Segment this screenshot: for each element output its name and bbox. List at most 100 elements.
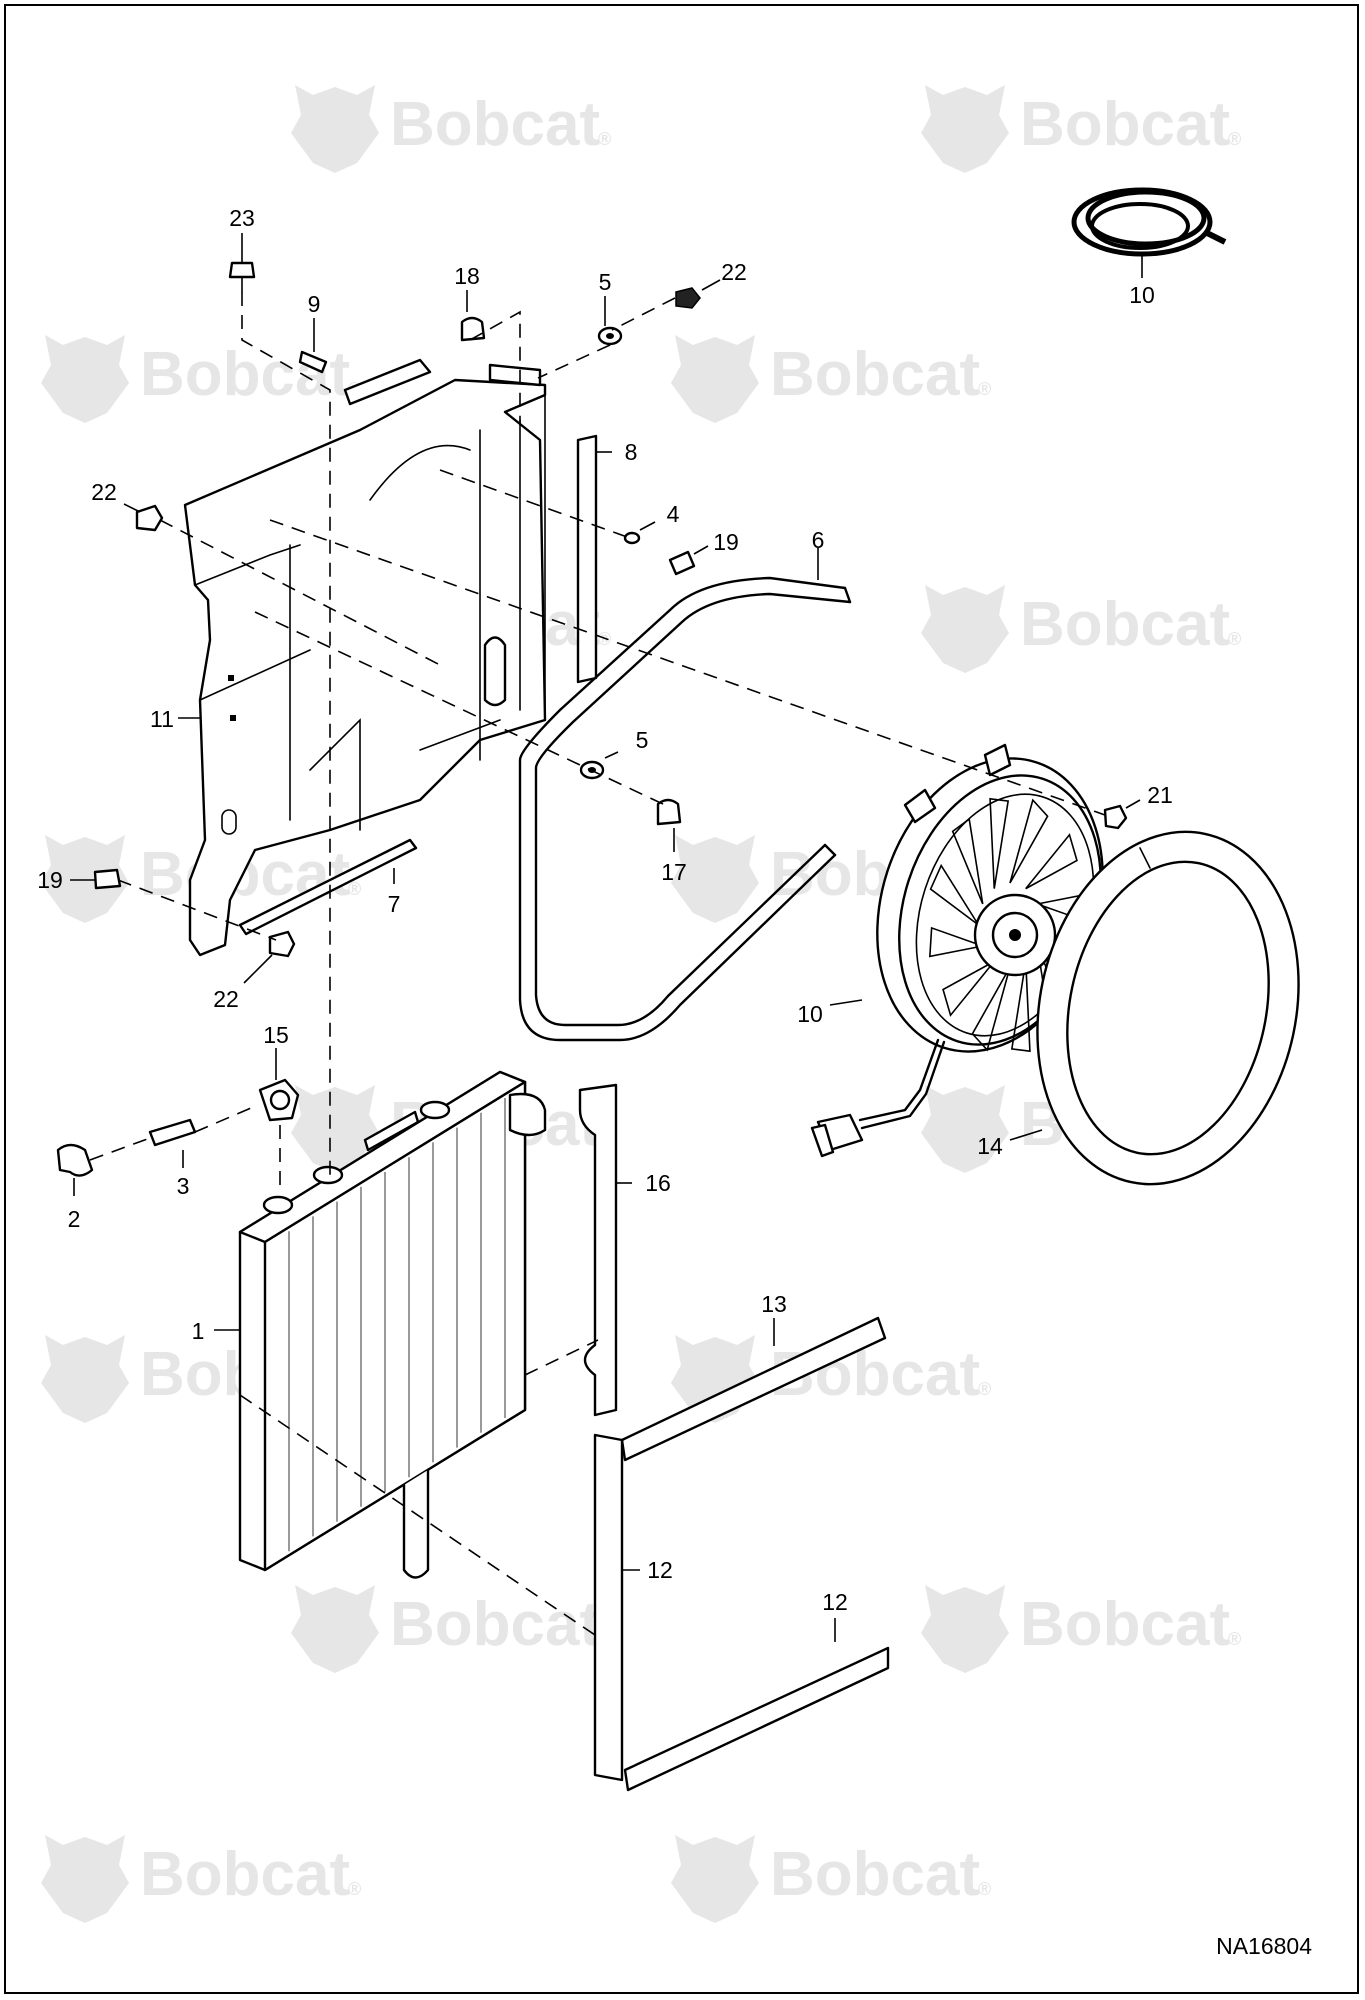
bobcat-watermark: Bobcat®	[671, 1835, 991, 1923]
watermark-registered-mark: ®	[598, 129, 611, 149]
callout-4: 4	[667, 501, 680, 527]
callout-12-bottom: 12	[822, 1589, 848, 1615]
callout-23: 23	[229, 205, 255, 231]
washer-5-top-part	[597, 326, 623, 346]
watermark-text: Bobcat	[390, 1590, 600, 1659]
seal-strip-7-part	[238, 838, 418, 936]
fan-blade	[928, 926, 986, 958]
callout-13: 13	[761, 1291, 787, 1317]
bobcat-logo-icon	[921, 1585, 1009, 1673]
watermark-text: Bobcat	[140, 340, 350, 409]
hose-6-part	[518, 576, 852, 1042]
bobcat-logo-icon	[671, 335, 759, 423]
bobcat-logo-icon	[41, 1335, 129, 1423]
fan-blade	[1025, 833, 1078, 890]
watermark-text: Bobcat	[390, 90, 600, 159]
callout-14: 14	[977, 1133, 1003, 1159]
callout-18: 9	[308, 291, 321, 317]
watermark-registered-mark: ®	[348, 1879, 361, 1899]
bolt-23-part	[228, 261, 256, 293]
nut-22-top-part	[675, 287, 701, 309]
bolt-18-part	[298, 350, 328, 374]
seal-strip-8-part	[576, 434, 598, 684]
bobcat-watermark: Bobcat®	[41, 335, 361, 423]
bobcat-watermark: Bobcat®	[291, 85, 611, 173]
callout-22-left: 22	[91, 479, 117, 505]
watermark-registered-mark: ®	[1228, 629, 1241, 649]
watermark-text: Bobcat	[1020, 590, 1230, 659]
watermark-registered-mark: ®	[978, 379, 991, 399]
radiator-fins	[288, 1098, 506, 1552]
shroud-bracket-part	[183, 358, 547, 957]
nut-22-bottom-part	[268, 930, 296, 958]
bobcat-logo-icon	[921, 85, 1009, 173]
bobcat-logo-icon	[41, 335, 129, 423]
fan-blade	[989, 797, 1010, 889]
side-seal-16-part	[578, 1083, 618, 1417]
nut-22-left-part	[135, 504, 164, 532]
foam-seal-12-vertical-part	[593, 1433, 624, 1782]
bolt-20-part	[93, 868, 122, 890]
callout-12-vertical: 12	[647, 1557, 673, 1583]
pin-19-bottom-part	[656, 798, 682, 826]
connector-3-part	[148, 1118, 197, 1147]
callout-5-top: 5	[599, 269, 612, 295]
watermark-registered-mark: ®	[1228, 129, 1241, 149]
hose-coil-9-part	[1071, 187, 1227, 257]
fan-blade	[971, 966, 1011, 1052]
watermark-text: Bobcat	[140, 1840, 350, 1909]
bobcat-logo-icon	[921, 585, 1009, 673]
watermark-registered-mark: ®	[978, 1879, 991, 1899]
callout-3: 3	[177, 1173, 190, 1199]
callout-7: 7	[388, 891, 401, 917]
watermark-text: Bobcat	[770, 1840, 980, 1909]
bobcat-logo-icon	[671, 835, 759, 923]
assembly-lines	[89, 292, 1106, 1636]
watermark-registered-mark: ®	[978, 1379, 991, 1399]
bobcat-logo-icon	[671, 1835, 759, 1923]
callout-20: 19	[37, 867, 63, 893]
fan-blade	[1010, 961, 1031, 1053]
bobcat-watermark: Bobcat®	[921, 85, 1241, 173]
fan-ring-14-part	[1036, 830, 1300, 1186]
callout-16: 16	[645, 1170, 671, 1196]
radiator-1-part	[238, 1070, 547, 1579]
foam-seal-12-bottom-part	[623, 1646, 890, 1792]
bobcat-watermark: Bobcat®	[291, 1585, 611, 1673]
callout-21: 21	[1147, 782, 1173, 808]
fitting-17-part	[258, 1078, 300, 1122]
fan-blade	[951, 817, 984, 905]
foam-seal-13-part	[620, 1316, 887, 1462]
nut-21-part	[1103, 804, 1128, 830]
callout-2: 2	[68, 1206, 81, 1232]
callout-19-top: 18	[454, 263, 480, 289]
watermark-text: Bobcat	[1020, 90, 1230, 159]
callout-8: 8	[625, 439, 638, 465]
callout-labels: 23 9 18 5 22 10 8 22 4 19 6 11 5 21 17 1…	[37, 205, 1312, 1959]
watermark-registered-mark: ®	[1228, 1629, 1241, 1649]
bobcat-logo-icon	[41, 1835, 129, 1923]
callout-10: 10	[797, 1001, 823, 1027]
bobcat-watermark: Bobcat®	[671, 335, 991, 423]
callout-17: 15	[263, 1022, 289, 1048]
callout-5-mid: 5	[636, 727, 649, 753]
callout-9: 10	[1129, 282, 1155, 308]
bobcat-logo-icon	[291, 1585, 379, 1673]
cap-2-part	[56, 1143, 94, 1177]
diagram-frame	[4, 4, 1359, 1994]
fan-blade	[1009, 798, 1049, 884]
bobcat-watermark: Bobcat®	[41, 1835, 361, 1923]
bobcat-logo-icon	[291, 1085, 379, 1173]
callout-22-bottom: 22	[213, 986, 239, 1012]
bobcat-watermark: Bobcat®	[921, 585, 1241, 673]
bobcat-logo-icon	[291, 85, 379, 173]
callout-15: 19	[713, 529, 739, 555]
watermark-text: Bobcat	[770, 340, 980, 409]
bobcat-watermark: Bobcat®	[921, 1585, 1241, 1673]
pin-19-top-part	[460, 316, 486, 342]
callout-22-top: 22	[721, 259, 747, 285]
callout-19-bottom: 17	[661, 859, 687, 885]
fan-blade	[929, 863, 980, 926]
bobcat-logo-icon	[921, 1085, 1009, 1173]
